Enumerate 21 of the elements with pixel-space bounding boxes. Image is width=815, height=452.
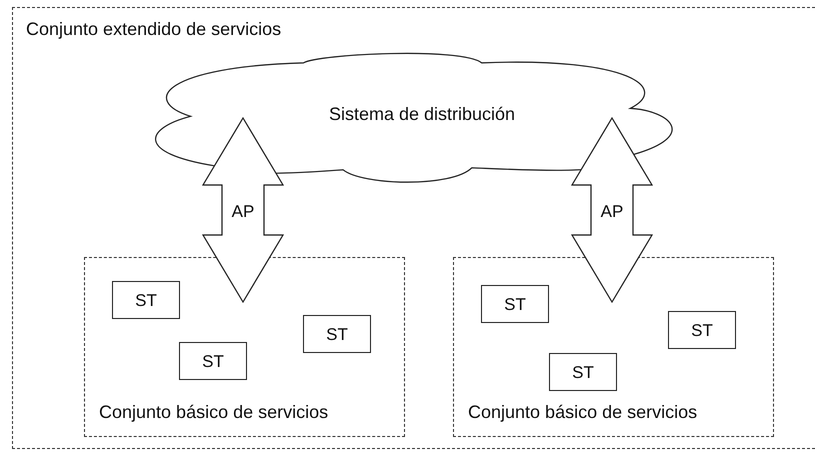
station-box (179, 342, 247, 380)
station-label: ST (201, 353, 225, 370)
station-box (303, 315, 371, 353)
station-box (668, 311, 736, 349)
cloud-label: Sistema de distribución (328, 105, 516, 123)
region-label: Conjunto básico de servicios (468, 403, 698, 421)
station-label: ST (690, 322, 714, 339)
station-box (549, 353, 617, 391)
station-box (112, 281, 180, 319)
region-label: Conjunto básico de servicios (99, 403, 328, 421)
station-label: ST (134, 292, 158, 309)
double-block-arrow (202, 116, 284, 304)
station-label: ST (503, 296, 527, 313)
extended-service-set-region (12, 7, 815, 449)
station-box (481, 285, 549, 323)
basic-service-set-region (84, 257, 405, 437)
station-label: ST (325, 326, 349, 343)
station-label: ST (571, 364, 595, 381)
region-label: Conjunto extendido de servicios (26, 20, 282, 38)
double-block-arrow (570, 116, 654, 304)
basic-service-set-region (453, 257, 774, 437)
